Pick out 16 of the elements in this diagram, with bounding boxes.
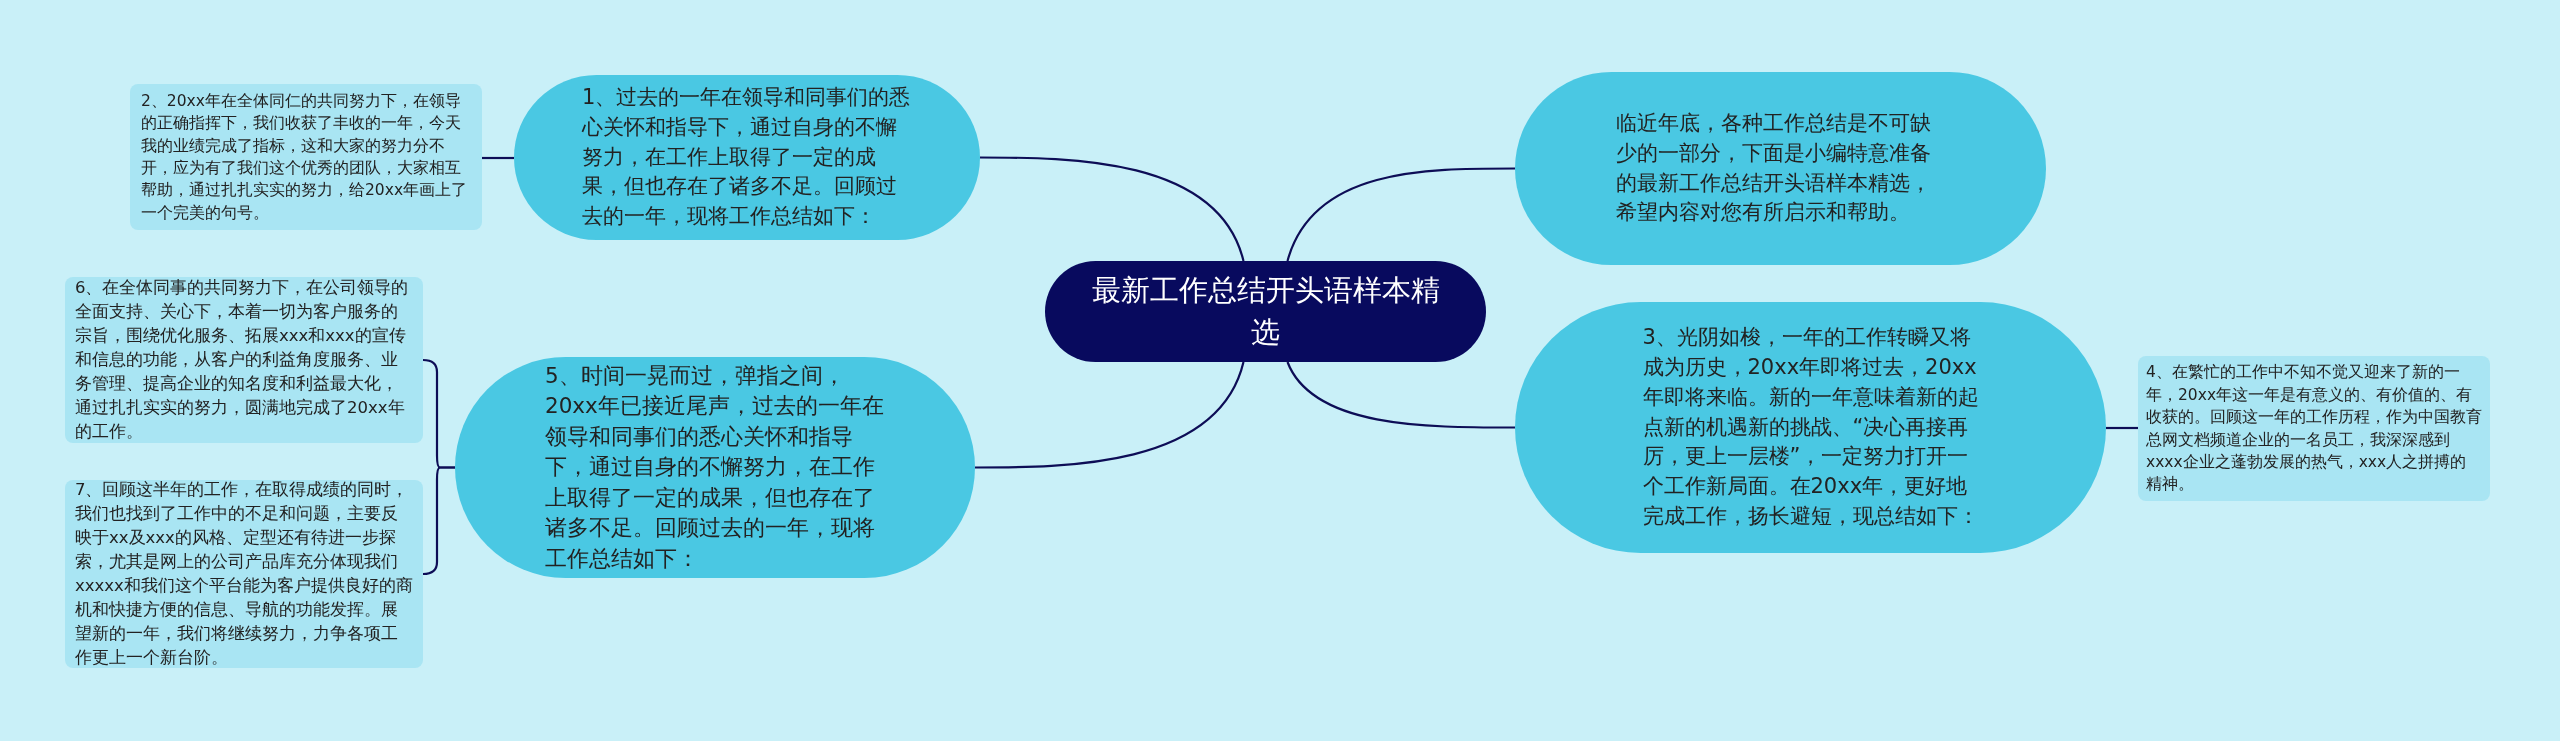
note-box: 2、20xx年在全体同仁的共同努力下，在领导的正确指挥下，我们收获了丰收的一年，今天我的业绩完成了指标，这和大家的努力分不开，应为有了我们这个优秀的团队，大家相互帮助，通过扎扎实实的努力，给20xx年画上了一个完美的句号。	[130, 84, 482, 230]
central-topic: 最新工作总结开头语样本精选	[1045, 261, 1486, 362]
note-box: 7、回顾这半年的工作，在取得成绩的同时，我们也找到了工作中的不足和问题，主要反映于xx及xxx的风格、定型还有待进一步探索，尤其是网上的公司产品库充分体现我们xxxxx和我们这个平台能为客户提供良好的商机和快捷方便的信息、导航的功能发挥。展望新的一年，我们将继续努力，力争各项工作更上一个新台阶。	[65, 480, 423, 668]
connector-line	[2106, 426, 2138, 430]
topic-bubble: 1、过去的一年在领导和同事们的悉心关怀和指导下，通过自身的不懈努力，在工作上取得了一定的成果，但也存在了诸多不足。回顾过去的一年，现将工作总结如下：	[514, 75, 980, 240]
topic-bubble: 临近年底，各种工作总结是不可缺少的一部分，下面是小编特意准备的最新工作总结开头语样本精选，希望内容对您有所启示和帮助。	[1515, 72, 2046, 265]
note-box: 6、在全体同事的共同努力下，在公司领导的全面支持、关心下，本着一切为客户服务的宗旨，围绕优化服务、拓展xxx和xxx的宣传和信息的功能，从客户的利益角度服务、业务管理、提高企业的知名度和利益最大化，通过扎扎实实的努力，圆满地完成了20xx年的工作。	[65, 277, 423, 443]
topic-bubble: 3、光阴如梭，一年的工作转瞬又将成为历史，20xx年即将过去，20xx年即将来临。新的一年意味着新的起点新的机遇新的挑战、“决心再接再厉，更上一层楼”，一定努力打开一个工作新局面。在20xx年，更好地完成工作，扬长避短，现总结如下：	[1515, 302, 2106, 553]
topic-bubble: 5、时间一晃而过，弹指之间，20xx年已接近尾声，过去的一年在领导和同事们的悉心关怀和指导下，通过自身的不懈努力，在工作上取得了一定的成果，但也存在了诸多不足。回顾过去的一年，现将工作总结如下：	[455, 357, 975, 578]
connector-line	[1286, 361, 1515, 429]
connector-line	[1286, 167, 1515, 262]
connector-line	[422, 466, 455, 576]
connector-line	[975, 361, 1245, 469]
connector-line	[980, 156, 1245, 262]
note-box: 4、在繁忙的工作中不知不觉又迎来了新的一年，20xx年这一年是有意义的、有价值的、有收获的。回顾这一年的工作历程，作为中国教育总网文档频道企业的一名员工，我深深感到xxxx企业之蓬勃发展的热气，xxx人之拼搏的精神。	[2138, 356, 2490, 501]
connector-line	[482, 156, 514, 160]
